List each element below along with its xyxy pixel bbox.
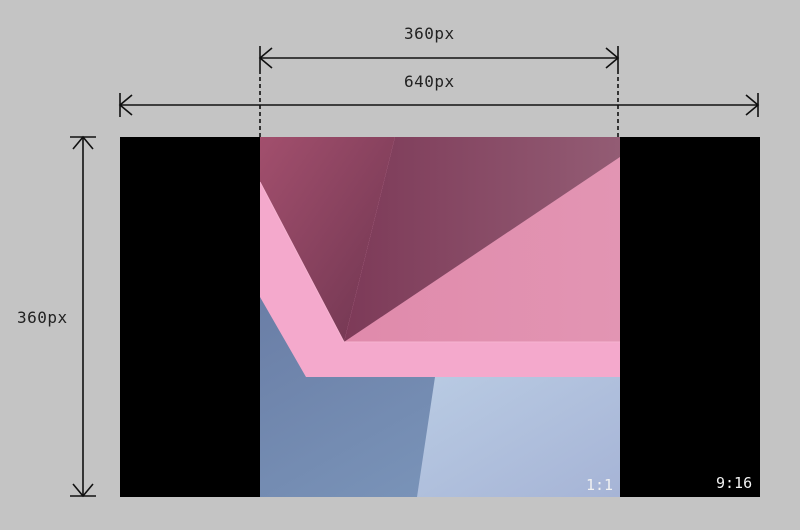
frame-height-label: 360px (17, 308, 68, 327)
crop-width-label: 360px (404, 24, 455, 43)
frame-ratio-label: 9:16 (716, 474, 753, 492)
video-frame: 1:1 9:16 (120, 137, 760, 497)
square-crop-image (260, 137, 620, 497)
crop-ratio-label: 1:1 (586, 476, 614, 494)
abstract-architecture-image (260, 137, 620, 497)
frame-width-label: 640px (404, 72, 455, 91)
